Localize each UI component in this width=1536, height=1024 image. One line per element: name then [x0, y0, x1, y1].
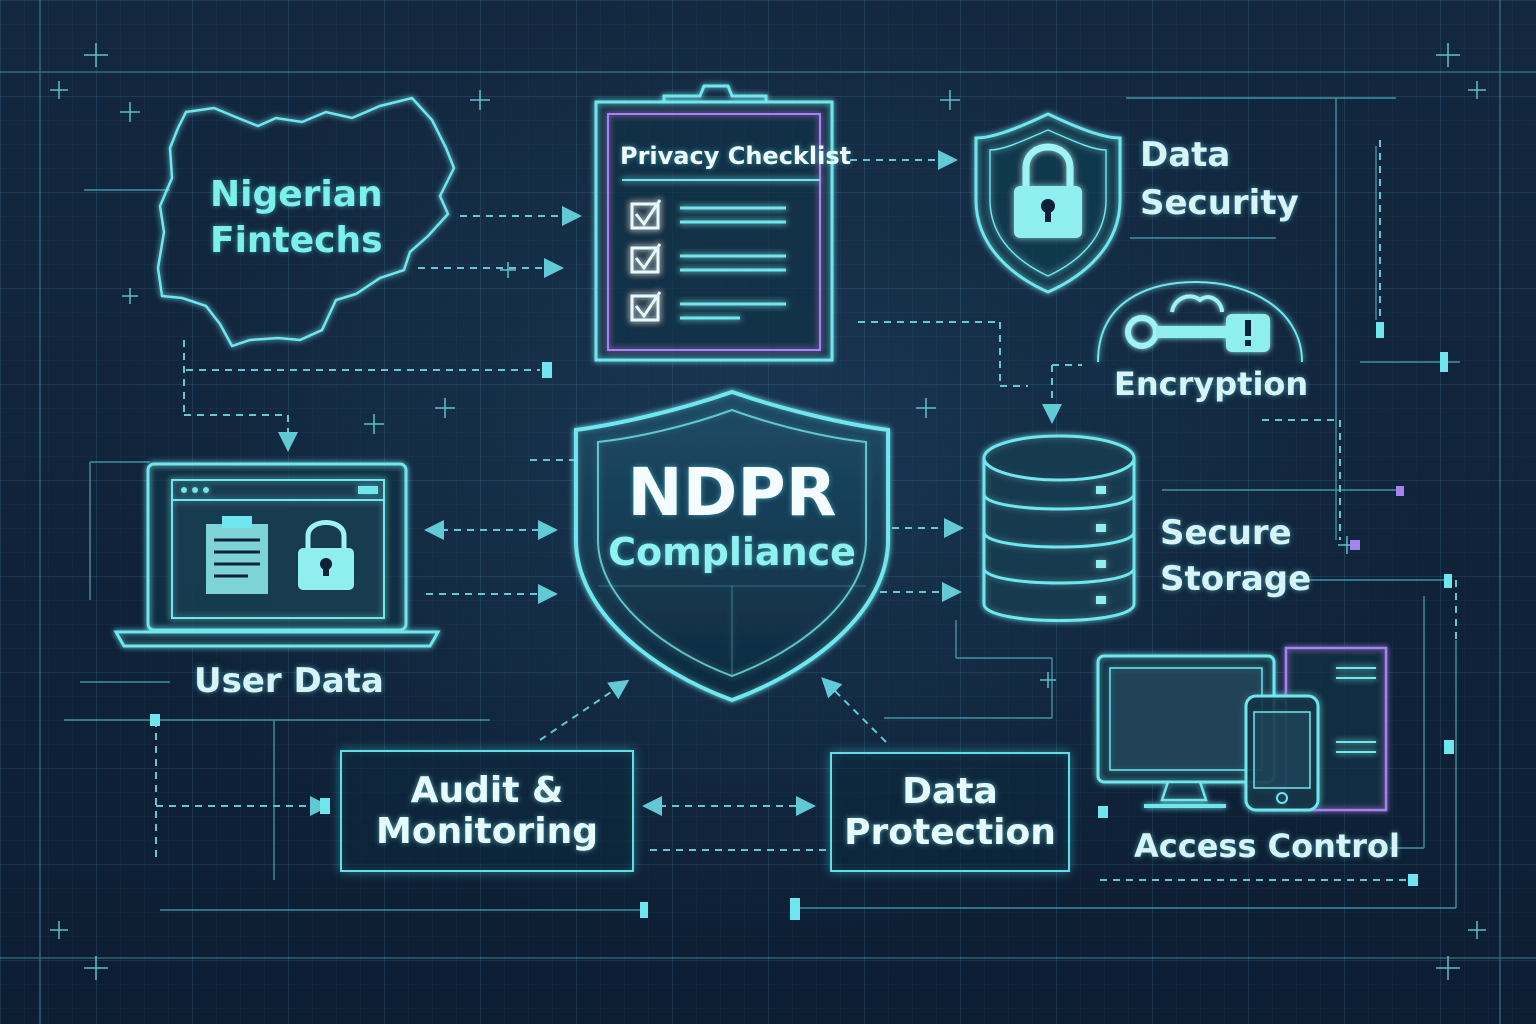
data-security-line1: Data [1140, 135, 1231, 175]
data-protection-label: Data Protection [832, 771, 1068, 854]
encryption-label: Encryption [1114, 365, 1309, 403]
audit-monitoring-line1: Audit & [410, 769, 564, 811]
ndpr-compliance-title: NDPR Compliance [600, 458, 864, 573]
nigerian-fintechs-line2: Fintechs [210, 219, 383, 261]
padlock-icon [298, 520, 354, 590]
crosshair-marks [50, 43, 1486, 980]
document-icon [206, 516, 268, 594]
secure-storage-line2: Storage [1160, 558, 1312, 599]
database-icon [982, 434, 1136, 622]
secure-storage-label: Secure Storage [1160, 513, 1312, 599]
data-protection-box: Data Protection [830, 752, 1070, 872]
node-squares [150, 322, 1454, 920]
data-security-label: Data Security [1140, 135, 1299, 223]
access-control-label: Access Control [1134, 827, 1400, 865]
ndpr-title-line1: NDPR [627, 454, 837, 531]
devices-icon [1096, 646, 1388, 812]
privacy-checklist-label: Privacy Checklist [620, 142, 852, 170]
nigeria-map-icon [156, 96, 456, 348]
ndpr-title-line2: Compliance [608, 530, 856, 575]
secure-storage-line1: Secure [1160, 513, 1292, 553]
data-protection-line2: Protection [844, 812, 1056, 853]
data-protection-line1: Data [902, 770, 998, 812]
laptop-icon [113, 462, 441, 648]
audit-monitoring-line2: Monitoring [376, 811, 598, 852]
key-icon [1097, 280, 1303, 363]
shield-lock-icon [974, 112, 1122, 294]
nigerian-fintechs-label: Nigerian Fintechs [210, 176, 383, 260]
data-security-line2: Security [1140, 182, 1299, 223]
user-data-label: User Data [194, 661, 384, 701]
solid-lines [64, 97, 1460, 911]
audit-monitoring-box: Audit & Monitoring [340, 750, 634, 872]
connector-lines [155, 140, 1457, 881]
nigerian-fintechs-line1: Nigerian [210, 174, 383, 215]
audit-monitoring-label: Audit & Monitoring [342, 770, 632, 853]
ndpr-shield [574, 389, 890, 703]
clipboard-checklist-icon [594, 84, 834, 362]
